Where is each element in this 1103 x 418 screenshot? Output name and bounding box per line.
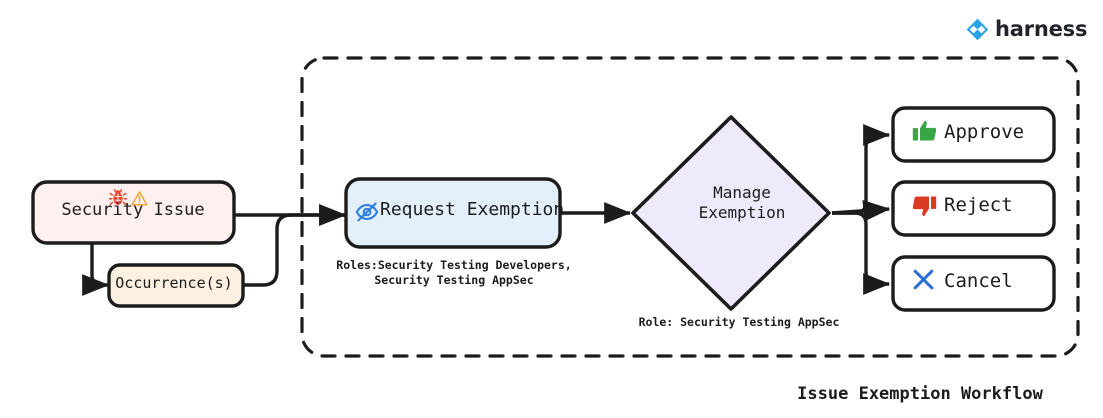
node-label-request-exemption: Request Exemption [380, 199, 565, 220]
node-label-reject: Reject [944, 194, 1013, 216]
node-label-occurrences: Occurrence(s) [115, 274, 233, 292]
node-label-approve: Approve [944, 121, 1025, 143]
node-label-security-issue: Security Issue [61, 200, 205, 220]
node-request-exemption[interactable] [344, 177, 562, 249]
node-cancel[interactable] [891, 255, 1056, 312]
harness-brand-logo: harness [966, 18, 1087, 41]
diagram-title: Issue Exemption Workflow [797, 384, 1043, 404]
node-label-manage-exemption: Manage Exemption [698, 183, 786, 222]
edge-manage-exemption-to-cancel [832, 211, 891, 295]
harness-wordmark: harness [995, 17, 1088, 41]
edge-manage-exemption-to-approve [832, 124, 891, 215]
thumbs-down-icon [911, 192, 938, 223]
thumbs-up-icon [911, 118, 938, 149]
eye-slash-icon [355, 200, 379, 228]
caption-request-exemption-roles: Roles:Security Testing Developers, Secur… [336, 258, 572, 287]
node-reject[interactable] [891, 180, 1056, 237]
node-manage-exemption[interactable] [631, 115, 831, 311]
node-approve[interactable] [891, 106, 1056, 163]
node-occurrences[interactable] [107, 263, 245, 308]
edge-security-issue-to-occurrences [82, 243, 110, 296]
caption-manage-exemption-role: Role: Security Testing AppSec [638, 315, 840, 329]
edge-occurrences-to-request-exemption [243, 204, 347, 287]
warning-triangle-icon [131, 190, 148, 211]
bug-icon [108, 189, 128, 211]
node-label-cancel: Cancel [944, 270, 1013, 292]
harness-diamond-logo-icon [966, 18, 989, 41]
node-security-issue[interactable] [31, 180, 236, 245]
exemption-workflow-boundary [300, 56, 1080, 358]
x-mark-icon [911, 267, 936, 296]
